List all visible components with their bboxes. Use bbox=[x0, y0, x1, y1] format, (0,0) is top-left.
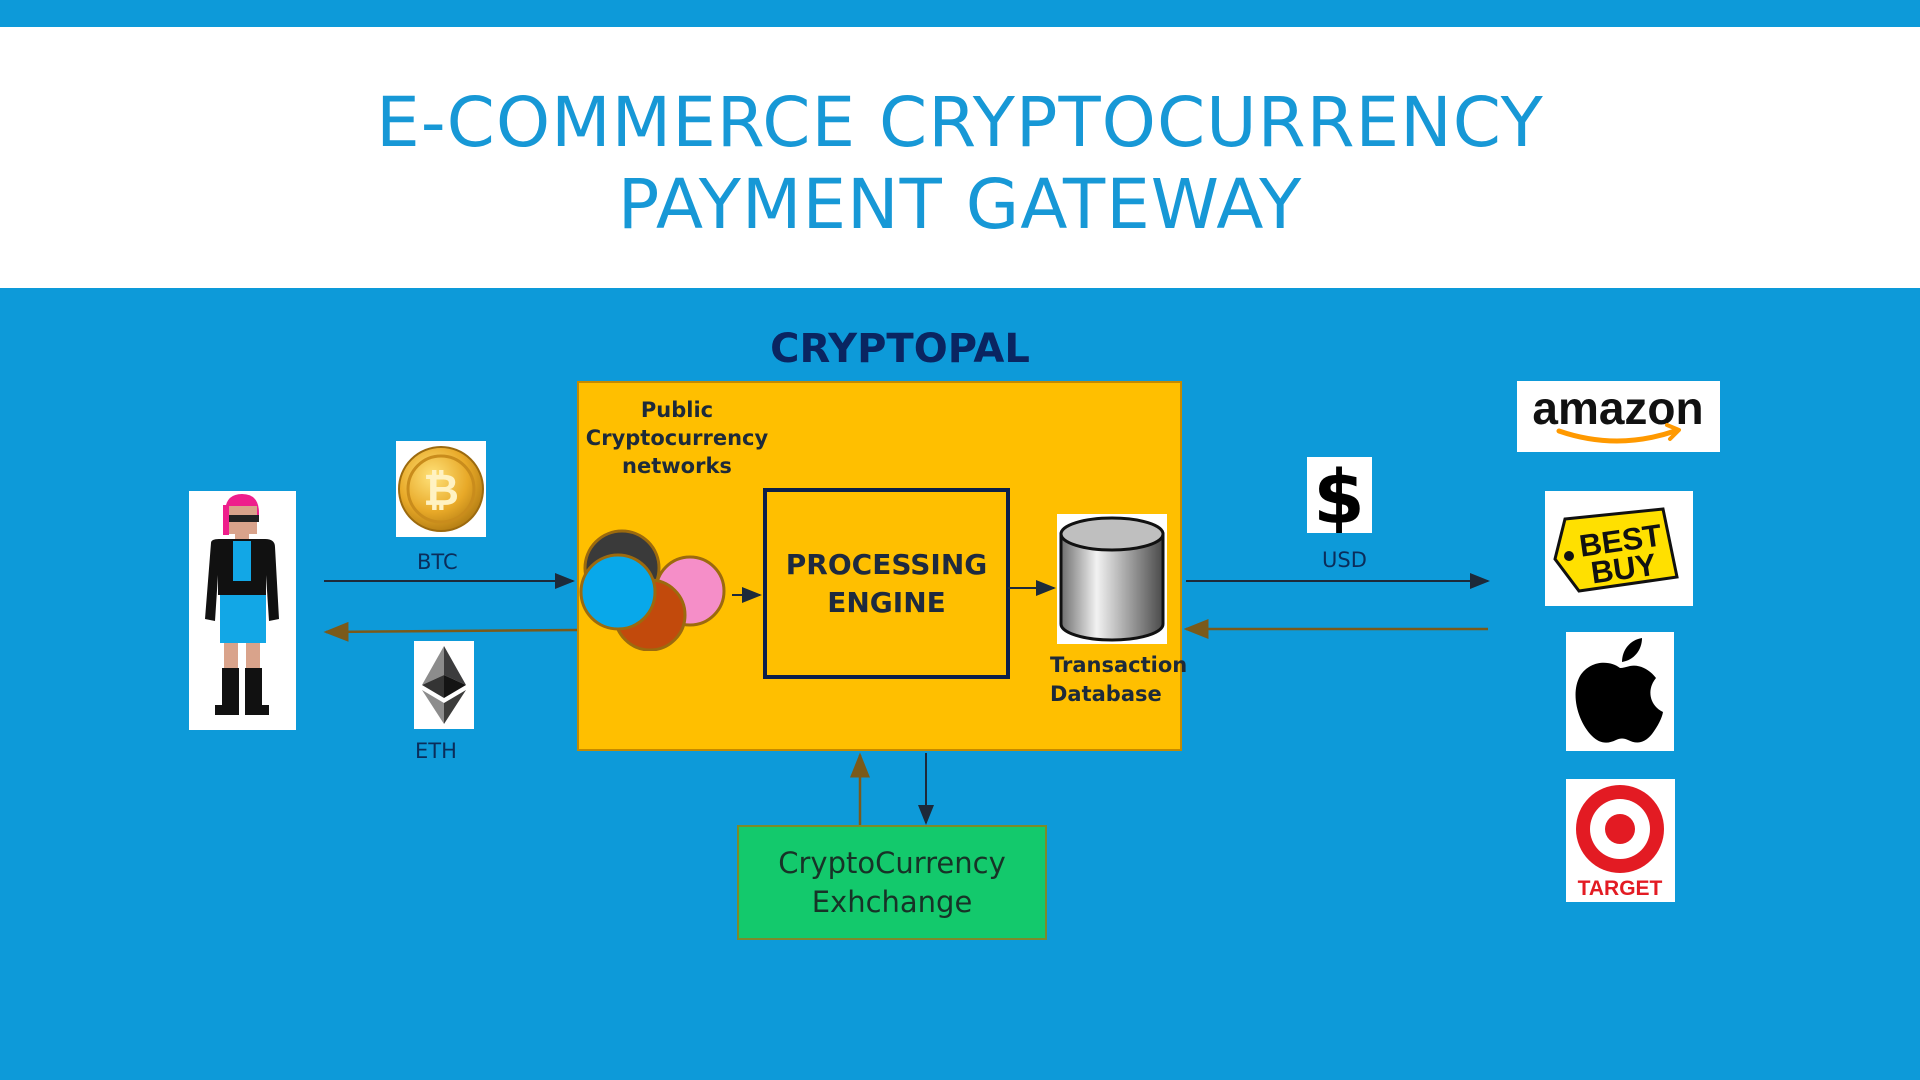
target-logo: TARGET bbox=[1576, 785, 1664, 900]
cryptopal-heading: CRYPTOPAL bbox=[770, 326, 1030, 372]
svg-text:$: $ bbox=[1313, 457, 1365, 533]
dollar-card: $ bbox=[1307, 455, 1372, 541]
title-banner bbox=[0, 27, 1920, 288]
btc-label: BTC bbox=[417, 550, 458, 574]
title-line-2: PAYMENT GATEWAY bbox=[617, 165, 1303, 245]
ethereum-icon bbox=[422, 646, 466, 724]
apple-card bbox=[1566, 632, 1674, 751]
crypto-exchange-label: CryptoCurrency Exhchange bbox=[778, 845, 1006, 919]
bestbuy-card: BEST BUY bbox=[1545, 491, 1693, 606]
processing-engine-label: PROCESSING ENGINE bbox=[785, 547, 988, 619]
network-circles-icon bbox=[579, 529, 726, 651]
database-card bbox=[1057, 514, 1167, 644]
customer-card bbox=[189, 491, 296, 730]
amazon-logo-text: amazon bbox=[1532, 382, 1703, 434]
target-card: TARGET bbox=[1566, 779, 1675, 902]
usd-label: USD bbox=[1322, 548, 1367, 572]
ethereum-card bbox=[414, 641, 474, 729]
processing-engine-box: PROCESSING ENGINE bbox=[763, 488, 1010, 679]
top-bar bbox=[0, 0, 1920, 27]
database-cylinder-icon bbox=[1059, 516, 1165, 642]
target-logo-text: TARGET bbox=[1578, 877, 1663, 900]
svg-text:₿: ₿ bbox=[423, 465, 459, 516]
eth-label: ETH bbox=[415, 739, 457, 763]
bitcoin-icon: ₿ bbox=[398, 446, 484, 532]
transaction-database-label: Transaction Database bbox=[1050, 653, 1188, 706]
bitcoin-card: ₿ bbox=[396, 441, 486, 537]
title-line-1: E-COMMERCE CRYPTOCURRENCY bbox=[376, 83, 1544, 163]
page-title: E-COMMERCE CRYPTOCURRENCY PAYMENT GATEWA… bbox=[0, 82, 1920, 246]
crypto-exchange-box: CryptoCurrency Exhchange bbox=[737, 825, 1047, 940]
amazon-card: amazon bbox=[1517, 381, 1720, 452]
public-networks-label: Public Cryptocurrency networks bbox=[585, 398, 769, 478]
apple-logo bbox=[1575, 638, 1663, 743]
bestbuy-logo: BEST BUY bbox=[1553, 507, 1679, 593]
amazon-logo: amazon bbox=[1532, 382, 1704, 444]
user-figure-icon bbox=[205, 494, 279, 715]
dollar-icon: $ bbox=[1313, 455, 1365, 541]
cryptopal-to-customer-arrow bbox=[323, 621, 578, 642]
